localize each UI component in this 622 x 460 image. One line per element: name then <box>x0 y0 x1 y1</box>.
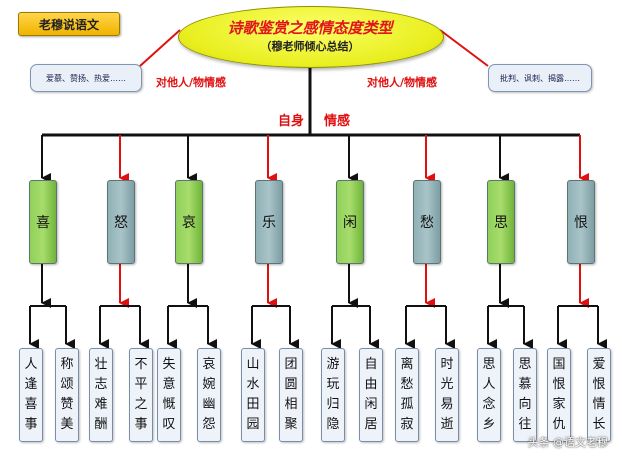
emotion-label: 哀 <box>182 215 196 231</box>
leaf-box-2-0: 失意慨叹 <box>157 348 181 442</box>
leaf-text: 人逢喜事 <box>24 357 38 432</box>
author-tag: 老穆说语文 <box>18 12 120 36</box>
leaf-box-7-1: 爱恨情长 <box>587 348 611 442</box>
emotion-box-3: 乐 <box>255 180 283 264</box>
leaf-text: 不平之事 <box>134 357 148 432</box>
emotion-label: 乐 <box>262 215 276 231</box>
leaf-text: 爱恨情长 <box>592 357 606 432</box>
emotion-box-0: 喜 <box>29 180 57 264</box>
center-label-emotion: 情感 <box>324 114 351 129</box>
leaf-text: 游玩归隐 <box>326 357 340 432</box>
leaf-box-6-1: 思慕向往 <box>513 348 537 442</box>
emotion-box-5: 愁 <box>413 180 441 264</box>
leaf-box-5-1: 时光易逝 <box>435 348 459 442</box>
leaf-box-1-1: 不平之事 <box>129 348 153 442</box>
leaf-text: 称颂赞美 <box>60 357 74 432</box>
emotion-box-1: 怒 <box>107 180 135 264</box>
leaf-box-6-0: 思人念乡 <box>477 348 501 442</box>
leaf-text: 山水田园 <box>246 357 260 432</box>
emotion-box-6: 思 <box>487 180 515 264</box>
leaf-text: 自由闲居 <box>364 357 378 432</box>
emotion-label: 思 <box>494 215 508 231</box>
diagram-subtitle: （穆老师倾心总结） <box>260 40 360 53</box>
emotion-label: 喜 <box>36 215 50 231</box>
leaf-text: 思人念乡 <box>482 357 496 432</box>
leaf-text: 哀婉幽怨 <box>202 357 216 432</box>
emotion-box-2: 哀 <box>175 180 203 264</box>
leaf-box-3-0: 山水田园 <box>241 348 265 442</box>
center-label-self: 自身 <box>278 114 305 129</box>
emotion-label: 闲 <box>343 215 357 231</box>
leaf-box-4-1: 自由闲居 <box>359 348 383 442</box>
title-ellipse <box>178 6 444 68</box>
leaf-box-1-0: 壮志难酬 <box>89 348 113 442</box>
leaf-text: 失意慨叹 <box>162 357 176 432</box>
leaf-box-2-1: 哀婉幽怨 <box>197 348 221 442</box>
leaf-box-0-1: 称颂赞美 <box>55 348 79 442</box>
link-right <box>439 29 489 67</box>
left-relation-label: 对他人/物情感 <box>156 76 227 89</box>
diagram-title: 诗歌鉴赏之感情态度类型 <box>227 19 393 37</box>
leaf-text: 离愁孤寂 <box>400 357 414 432</box>
leaf-box-7-0: 国恨家仇 <box>547 348 571 442</box>
leaf-text: 时光易逝 <box>440 357 454 432</box>
leaf-text: 思慕向往 <box>518 357 532 432</box>
emotion-label: 恨 <box>574 215 588 231</box>
left-example-box: 爱慕、赞扬、热爱…… <box>30 64 142 92</box>
leaf-box-5-0: 离愁孤寂 <box>395 348 419 442</box>
leaf-box-4-0: 游玩归隐 <box>321 348 345 442</box>
right-relation-label: 对他人/物情感 <box>367 76 438 89</box>
right-example-box: 批判、讽刺、揭露…… <box>488 64 592 92</box>
link-left <box>139 29 181 67</box>
leaf-text: 壮志难酬 <box>94 357 108 432</box>
leaf-text: 团圆相聚 <box>284 357 298 432</box>
emotion-box-7: 恨 <box>567 180 595 264</box>
emotion-box-4: 闲 <box>336 180 364 264</box>
watermark-text: 头条 @语文老穆 <box>527 436 609 449</box>
leaf-text: 国恨家仇 <box>552 357 566 432</box>
emotion-label: 愁 <box>420 215 434 231</box>
leaf-box-0-0: 人逢喜事 <box>19 348 43 442</box>
emotion-label: 怒 <box>114 215 128 231</box>
leaf-box-3-1: 团圆相聚 <box>279 348 303 442</box>
